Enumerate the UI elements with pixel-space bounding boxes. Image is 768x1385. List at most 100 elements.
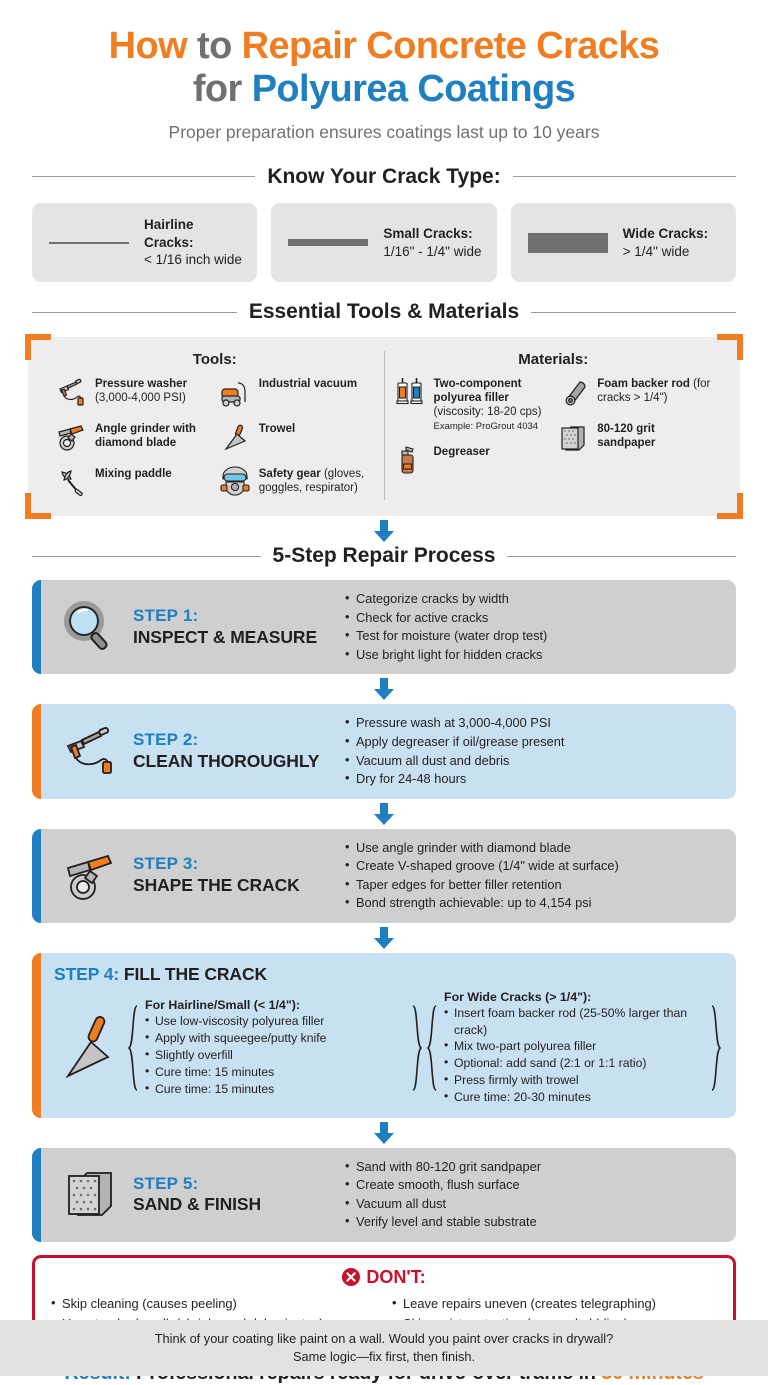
pressure-washer-icon	[54, 376, 88, 410]
tool-item-pressure-washer: Pressure washer (3,000-4,000 PSI)	[54, 376, 212, 410]
step-4-accent-bar	[32, 952, 41, 1118]
step-2-number: STEP 2:	[133, 730, 199, 750]
page-title-line2: for Polyurea Coatings	[24, 68, 744, 111]
process-heading-text: 5-Step Repair Process	[272, 544, 496, 568]
step-2-accent-bar	[32, 704, 41, 799]
step-4-heading: STEP 4: FILL THE CRACK	[54, 964, 722, 985]
material-label-degreaser: Degreaser	[433, 446, 490, 459]
step-2-bullet: Pressure wash at 3,000-4,000 PSI	[345, 713, 724, 733]
step-4-right-bullet: Cure time: 20-30 minutes	[444, 1088, 705, 1106]
degreaser-icon	[393, 444, 427, 478]
pressure-washer-icon	[51, 726, 127, 778]
step-5-bullet: Sand with 80-120 grit sandpaper	[345, 1157, 724, 1177]
tool-label-pressure-washer: Pressure washer	[95, 378, 188, 391]
step-3-bullet: Create V-shaped groove (1/4" wide at sur…	[345, 856, 724, 876]
step-4-number: STEP 4:	[54, 963, 120, 984]
steps-container: STEP 1: INSPECT & MEASURE Categorize cra…	[32, 580, 736, 1242]
step-4-right-bullet: Press firmly with trowel	[444, 1071, 705, 1089]
step-4-right-bullet: Mix two-part polyurea filler	[444, 1037, 705, 1055]
step-1-bullet: Test for moisture (water drop test)	[345, 626, 724, 646]
rule-left	[32, 176, 256, 178]
crack-card-wide: Wide Cracks: > 1/4" wide	[510, 202, 736, 283]
step-3-accent-bar	[32, 828, 41, 923]
rule-left	[32, 311, 237, 313]
page-subtitle: Proper preparation ensures coatings last…	[168, 121, 600, 142]
material-item-degreaser: Degreaser	[393, 444, 551, 478]
step-2-name: CLEAN THOROUGHLY	[133, 750, 320, 771]
tool-item-safety-gear: Safety gear (gloves, goggles, respirator…	[218, 466, 376, 500]
step-2-bullets: Pressure wash at 3,000-4,000 PSI Apply d…	[339, 713, 724, 789]
step-4-right-title: For Wide Cracks (> 1/4"):	[444, 989, 592, 1004]
step-2-bullet: Vacuum all dust and debris	[345, 751, 724, 771]
step-1-bullets: Categorize cracks by width Check for act…	[339, 589, 724, 665]
step-3-bullet: Bond strength achievable: up to 4,154 ps…	[345, 893, 724, 913]
tool-item-angle-grinder: Angle grinder with diamond blade	[54, 421, 212, 455]
rule-right	[512, 176, 737, 178]
tool-item-trowel: Trowel	[218, 421, 376, 455]
sandpaper-icon	[51, 1167, 127, 1223]
crack-card-hairline: Hairline Cracks: < 1/16 inch wide	[32, 202, 258, 283]
title-word-for: for	[192, 68, 252, 111]
rule-right	[507, 555, 736, 557]
step-4-left-bullet: Slightly overfill	[145, 1046, 406, 1064]
right-brace-icon	[710, 990, 722, 1106]
step-3-number: STEP 3:	[133, 854, 199, 874]
step-4-left-group: For Hairline/Small (< 1/4"): Use low-vis…	[128, 998, 423, 1097]
step-5-bullet: Vacuum all dust	[345, 1194, 724, 1214]
crack-type-heading-text: Know Your Crack Type:	[267, 164, 501, 188]
step-5-sand-finish: STEP 5: SAND & FINISH Sand with 80-120 g…	[32, 1147, 736, 1242]
trowel-icon	[54, 1012, 124, 1084]
mixing-paddle-icon	[54, 466, 88, 500]
step-2-bullet: Dry for 24-48 hours	[345, 769, 724, 789]
magnifier-icon	[51, 599, 127, 655]
tools-section-heading: Essential Tools & Materials	[32, 300, 736, 324]
tool-item-vacuum: Industrial vacuum	[218, 376, 376, 410]
title-word-to: to	[187, 25, 242, 67]
vacuum-icon	[218, 376, 252, 410]
tools-subcolumn-2: Industrial vacuum	[218, 376, 376, 500]
arrow-step1-to-step2	[32, 678, 736, 701]
material-item-polyurea-filler: Two-component polyurea filler (viscosity…	[393, 376, 551, 433]
step-3-bullet: Taper edges for better filler retention	[345, 875, 724, 895]
bracket-bottom-right	[717, 493, 743, 520]
crack-card-small-spec: 1/16" - 1/4" wide	[383, 243, 482, 259]
tool-label-vacuum: Industrial vacuum	[258, 378, 358, 391]
materials-column: Materials:	[385, 351, 723, 500]
step-4-name: FILL THE CRACK	[119, 963, 268, 984]
tool-label-trowel: Trowel	[258, 423, 296, 436]
material-label-sandpaper: 80-120 grit sandpaper	[597, 423, 656, 450]
step-4-fill-the-crack: STEP 4: FILL THE CRACK F	[32, 952, 736, 1118]
step-1-accent-bar	[32, 580, 41, 675]
material-label-backer-rod: Foam backer rod	[597, 378, 690, 391]
materials-subcolumn-2: Foam backer rod (for cracks > 1/4")	[556, 376, 714, 478]
arrow-to-process	[0, 520, 768, 543]
page-title-line1: How to Repair Concrete Cracks	[24, 25, 744, 67]
tool-note-pressure-washer: (3,000-4,000 PSI)	[95, 392, 186, 405]
title-word-how: How	[108, 25, 188, 67]
step-2-clean-thoroughly: STEP 2: CLEAN THOROUGHLY Pressure wash a…	[32, 704, 736, 799]
material-example-progrout: Example: ProGrout 4034	[433, 421, 539, 433]
step-5-number: STEP 5:	[133, 1173, 199, 1193]
step-4-left-bullet: Cure time: 15 minutes	[145, 1080, 406, 1098]
step-5-bullet: Verify level and stable substrate	[345, 1212, 724, 1232]
step-5-bullets: Sand with 80-120 grit sandpaper Create s…	[339, 1157, 724, 1232]
arrow-step4-to-step5	[32, 1121, 736, 1144]
trowel-icon	[218, 421, 252, 455]
tools-subcolumn-1: Pressure washer (3,000-4,000 PSI)	[54, 376, 212, 500]
materials-subcolumn-1: Two-component polyurea filler (viscosity…	[393, 376, 551, 478]
tools-materials-panel: Tools:	[25, 334, 743, 520]
safety-gear-icon	[218, 466, 252, 500]
syringe-icon	[393, 376, 427, 410]
error-x-icon	[342, 1268, 361, 1287]
tool-label-safety-gear: Safety gear	[258, 468, 321, 481]
step-1-bullet: Use bright light for hidden cracks	[345, 645, 724, 665]
step-4-right-bullet: Insert foam backer rod (25-50% larger th…	[444, 1004, 705, 1039]
step-1-bullet: Categorize cracks by width	[345, 589, 724, 609]
small-swatch-icon	[285, 239, 371, 247]
step-4-right-bullet: Optional: add sand (2:1 or 1:1 ratio)	[444, 1054, 705, 1072]
wide-swatch-icon	[525, 232, 611, 253]
sandpaper-icon	[556, 421, 590, 455]
bracket-top-left	[25, 334, 51, 361]
step-1-name: INSPECT & MEASURE	[133, 626, 318, 647]
page-footer: Think of your coating like paint on a wa…	[0, 1320, 768, 1376]
